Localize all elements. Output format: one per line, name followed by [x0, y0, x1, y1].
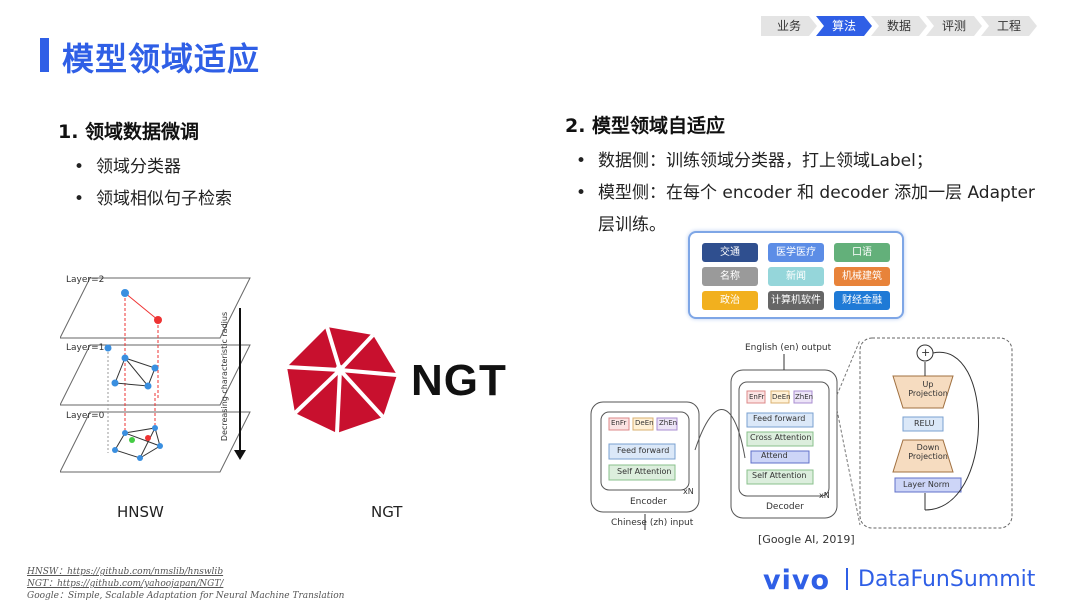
- footer-reference[interactable]: HNSW：https://github.com/nmslib/hnswlib: [27, 567, 224, 577]
- domain-tag: 医学医疗: [768, 243, 824, 262]
- domain-tag: 机械建筑: [834, 267, 890, 286]
- datafunsummit-logo: DataFunSummit: [858, 567, 1036, 592]
- footer-reference[interactable]: NGT：https://github.com/yahoojapan/NGT/: [27, 579, 224, 589]
- adapter-input-label: Chinese (zh) input: [611, 518, 694, 528]
- adapter-output-label: English (en) output: [745, 343, 832, 353]
- section2-heading: 2. 模型领域自适应: [565, 115, 726, 137]
- vivo-logo: vivo: [763, 565, 831, 596]
- encoder-xn-label: xN: [683, 487, 694, 496]
- section1-bullet: •领域分类器: [74, 157, 181, 177]
- domain-label-panel: 交通 医学医疗 口语 名称 新闻 机械建筑 政治 计算机软件 财经金融: [688, 231, 904, 319]
- footer-reference: Google：Simple, Scalable Adaptation for N…: [27, 591, 345, 601]
- section2-bullet: •数据侧：训练领域分类器，打上领域Label；: [576, 151, 933, 171]
- down-projection-label: Down Projection: [908, 443, 948, 461]
- relu-label: RELU: [914, 419, 935, 428]
- hnsw-diagram: [60, 277, 251, 473]
- section1-heading: 1. 领域数据微调: [58, 121, 200, 143]
- decoder-self-attention: Self Attention: [752, 471, 807, 480]
- section1-bullet: •领域相似句子检索: [74, 189, 232, 209]
- section2-bullet-continuation: 层训练。: [598, 215, 666, 235]
- decoder-lang-tag: ZhEn: [795, 393, 814, 401]
- hnsw-layer-label: Layer=1: [66, 343, 105, 353]
- up-projection-label: Up Projection: [908, 380, 948, 398]
- domain-tag: 政治: [702, 291, 758, 310]
- breadcrumb-item-engineering[interactable]: 工程: [981, 16, 1037, 36]
- decoder-lang-tag: DeEn: [772, 393, 791, 401]
- section1-bullet-text: 领域相似句子检索: [96, 189, 232, 209]
- layer-norm-label: Layer Norm: [903, 480, 950, 489]
- section2-bullet-text: 模型侧：在每个 encoder 和 decoder 添加一层 Adapter: [598, 183, 1035, 203]
- page-title: 模型领域适应: [62, 40, 261, 78]
- ngt-logo-icon: [286, 326, 398, 434]
- ngt-caption: NGT: [371, 503, 403, 521]
- hnsw-layer-label: Layer=0: [66, 411, 105, 421]
- domain-tag: 新闻: [768, 267, 824, 286]
- encoder-self-attention: Self Attention: [617, 467, 672, 476]
- hnsw-layer-label: Layer=2: [66, 275, 105, 285]
- breadcrumb-item-data[interactable]: 数据: [871, 16, 927, 36]
- plus-icon: +: [921, 346, 931, 359]
- domain-tag: 名称: [702, 267, 758, 286]
- ngt-wordmark: NGT: [411, 356, 507, 405]
- hnsw-axis-label: Decreasing characteristic radius: [220, 311, 230, 442]
- figure-citation: [Google AI, 2019]: [758, 533, 855, 546]
- decoder-label: Decoder: [766, 502, 804, 512]
- adapter-diagram: [590, 337, 1013, 530]
- section1-bullet-text: 领域分类器: [96, 157, 181, 177]
- encoder-feed-forward: Feed forward: [617, 446, 670, 455]
- title-accent-bar: [40, 38, 49, 72]
- domain-tag: 交通: [702, 243, 758, 262]
- encoder-lang-tag: EnFr: [611, 419, 627, 427]
- decoder-feed-forward: Feed forward: [753, 414, 806, 423]
- decoder-attend: Attend: [761, 451, 788, 460]
- domain-tag: 计算机软件: [768, 291, 824, 310]
- breadcrumb-item-business[interactable]: 业务: [761, 16, 817, 36]
- decoder-cross-attention: Cross Attention: [750, 433, 812, 442]
- breadcrumb-item-algorithm[interactable]: 算法: [816, 16, 872, 36]
- encoder-lang-tag: DeEn: [635, 419, 654, 427]
- domain-tag: 口语: [834, 243, 890, 262]
- hnsw-caption: HNSW: [117, 503, 164, 521]
- decoder-lang-tag: EnFr: [749, 393, 765, 401]
- brand-separator: [846, 568, 848, 590]
- domain-tag: 财经金融: [834, 291, 890, 310]
- encoder-lang-tag: ZhEn: [659, 419, 678, 427]
- encoder-label: Encoder: [630, 497, 667, 507]
- breadcrumb-item-evaluation[interactable]: 评测: [926, 16, 982, 36]
- section2-bullet-text: 数据侧：训练领域分类器，打上领域Label；: [598, 151, 933, 171]
- section2-bullet: •模型侧：在每个 encoder 和 decoder 添加一层 Adapter: [576, 183, 1035, 203]
- breadcrumb: 业务 算法 数据 评测 工程: [761, 16, 1036, 36]
- decoder-xn-label: xN: [819, 491, 830, 500]
